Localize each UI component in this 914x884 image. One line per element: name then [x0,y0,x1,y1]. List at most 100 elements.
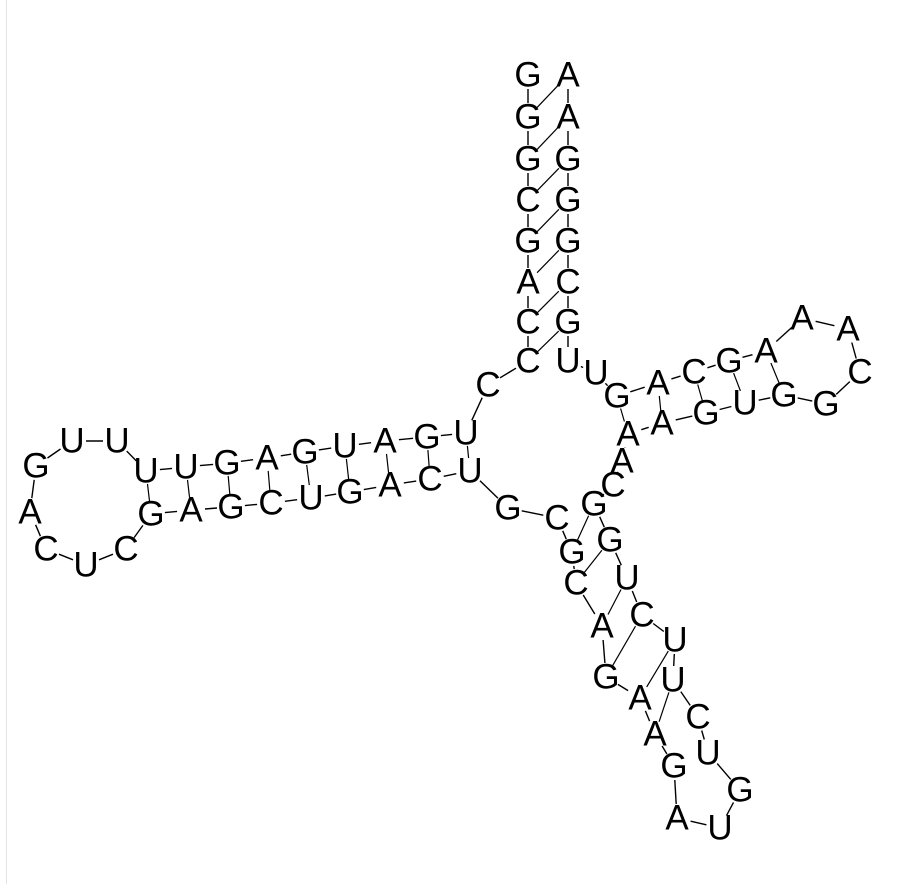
backbone-segment [280,453,292,457]
backbone-segment [674,779,677,805]
nucleotide-43: G [660,747,687,786]
nucleotide-38: C [563,564,588,603]
backbone-segment [599,516,605,528]
nucleotide-32: A [378,466,402,505]
nucleotide-34: U [457,452,482,491]
backbone-segment [615,552,622,566]
backbone-segment [725,802,735,816]
nucleotide-6: A [516,263,540,302]
frame-left-border [6,0,7,884]
backbone-segment [164,510,178,514]
nucleotide-52: U [614,559,639,598]
backbone-segment [644,710,651,722]
nucleotide-10: U [453,414,478,453]
nucleotide-18: U [133,452,158,491]
nucleotide-50: U [662,621,687,660]
nucleotide-26: G [137,495,164,534]
backbone-segment [835,381,851,395]
nucleotide-36: C [544,499,569,538]
base-pair-line [658,692,670,722]
nucleotide-77: G [554,140,581,179]
backbone-segment [851,342,857,359]
nucleotide-20: U [59,422,84,461]
nucleotide-5: G [514,222,541,261]
backbone-segment [797,397,813,402]
nucleotide-19: U [104,422,129,461]
nucleotide-47: U [695,734,720,773]
nucleotide-63: C [847,353,872,392]
backbone-segment [675,415,693,421]
nucleotide-24: U [73,546,98,585]
nucleotide-35: G [494,489,521,528]
nucleotide-9: C [475,366,500,405]
nucleotide-57: A [616,415,640,454]
base-pair-line [646,650,669,688]
nucleotide-45: U [707,809,732,848]
backbone-segment [199,463,214,467]
nucleotide-60: U [732,384,757,423]
nucleotide-62: G [812,385,839,424]
nucleotide-53: G [596,521,623,560]
base-pair-line [267,470,271,491]
backbone-segment [604,382,609,387]
backbone-segment [673,653,675,667]
nucleotide-11: G [413,418,440,457]
backbone-segment [58,553,74,561]
backbone-lines [31,89,857,826]
backbone-segment [521,510,544,516]
backbone-segment [680,691,691,706]
backbone-segment [641,426,649,431]
nucleotide-79: A [556,56,580,95]
backbone-segment [582,594,596,615]
nucleotide-59: G [692,394,719,433]
base-pair-line [733,372,741,392]
nucleotide-12: A [373,422,397,461]
backbone-segment [98,553,114,561]
backbone-segment [133,524,144,539]
nucleotide-41: A [628,679,652,718]
backbone-segment [398,437,414,441]
nucleotide-30: U [298,479,323,518]
nucleotide-2: G [514,98,541,137]
base-pair-line [146,483,151,502]
base-pair-line [466,445,470,459]
backbone-segment [617,683,629,692]
base-pair-line [620,408,625,422]
base-pair-line [186,479,191,498]
nucleotide-7: C [515,303,540,342]
backbone-segment [479,480,499,499]
backbone-segment [701,730,705,740]
nucleotide-33: C [417,460,442,499]
base-pair-line [536,330,560,353]
backbone-segment [815,320,835,327]
nucleotide-1: G [514,56,541,95]
nucleotide-39: A [590,607,614,646]
backbone-segment [358,442,372,445]
nucleotide-13: U [332,427,357,466]
nucleotide-78: A [556,98,580,137]
backbone-segment [602,639,606,664]
base-pair-line [536,208,560,233]
nucleotide-66: A [754,332,778,371]
backbone-segment [631,590,638,603]
backbone-segment [616,471,619,475]
nucleotide-68: C [681,353,706,392]
nucleotide-67: G [715,342,742,381]
backbone-segment [403,480,417,484]
base-pair-line [536,83,560,109]
nucleotide-74: C [555,263,580,302]
backbone-segment [363,486,377,491]
base-pair-line [306,464,310,486]
backbone-segment [716,763,732,780]
nucleotide-46: G [726,771,753,810]
nucleotide-17: U [173,448,198,487]
nucleotide-40: G [592,658,619,697]
backbone-segment [159,467,173,471]
backbone-segment [318,447,332,451]
base-pair-line [427,449,430,467]
nucleotide-48: C [685,698,710,737]
nucleotide-25: C [113,530,138,569]
backbone-segment [471,397,483,421]
